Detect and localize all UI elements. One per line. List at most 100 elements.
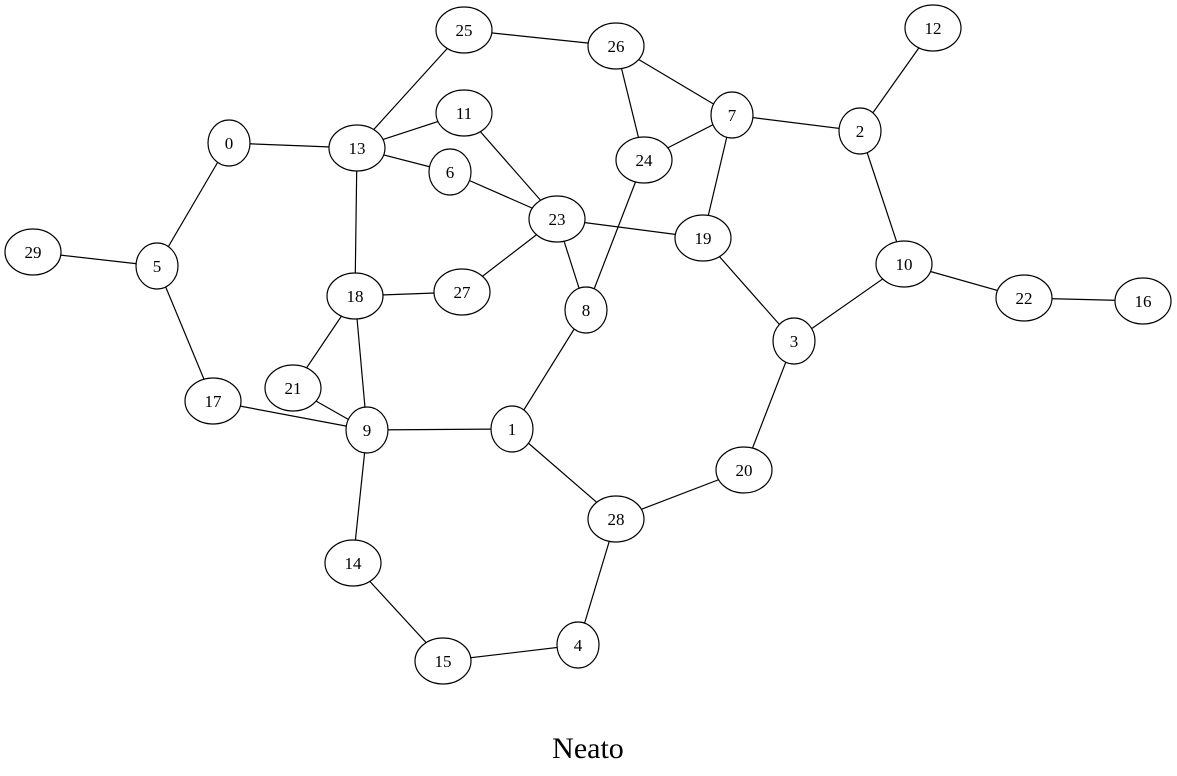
node-ellipse bbox=[875, 240, 933, 288]
node-9: 9 bbox=[345, 406, 389, 454]
node-ellipse bbox=[556, 621, 600, 669]
edges-layer bbox=[32, 27, 1144, 662]
node-7: 7 bbox=[710, 91, 754, 139]
node-label: 20 bbox=[736, 461, 753, 480]
node-label: 29 bbox=[25, 243, 42, 262]
node-16: 16 bbox=[1114, 277, 1172, 325]
node-4: 4 bbox=[556, 621, 600, 669]
node-ellipse bbox=[324, 539, 382, 587]
node-label: 4 bbox=[574, 636, 583, 655]
node-label: 14 bbox=[345, 554, 363, 573]
node-ellipse bbox=[345, 406, 389, 454]
node-ellipse bbox=[904, 4, 962, 52]
node-14: 14 bbox=[324, 539, 382, 587]
node-label: 11 bbox=[456, 104, 472, 123]
node-label: 22 bbox=[1016, 289, 1033, 308]
node-ellipse bbox=[772, 317, 816, 365]
nodes-layer: 0123456789101112131415161718192021222324… bbox=[4, 4, 1172, 685]
node-0: 0 bbox=[207, 119, 251, 167]
node-12: 12 bbox=[904, 4, 962, 52]
node-label: 13 bbox=[349, 139, 366, 158]
node-ellipse bbox=[995, 274, 1053, 322]
node-label: 3 bbox=[790, 332, 799, 351]
node-label: 15 bbox=[435, 652, 452, 671]
node-22: 22 bbox=[995, 274, 1053, 322]
node-ellipse bbox=[328, 124, 386, 172]
node-label: 19 bbox=[695, 229, 712, 248]
node-label: 28 bbox=[608, 510, 625, 529]
edge-18-13 bbox=[354, 147, 358, 297]
node-20: 20 bbox=[715, 446, 773, 494]
node-ellipse bbox=[184, 377, 242, 425]
node-ellipse bbox=[710, 91, 754, 139]
node-2: 2 bbox=[838, 107, 882, 155]
node-label: 27 bbox=[454, 283, 472, 302]
node-label: 9 bbox=[363, 421, 372, 440]
node-ellipse bbox=[435, 89, 493, 137]
node-label: 6 bbox=[446, 163, 455, 182]
node-1: 1 bbox=[490, 405, 534, 453]
node-28: 28 bbox=[587, 495, 645, 543]
node-label: 17 bbox=[205, 392, 223, 411]
node-ellipse bbox=[428, 148, 472, 196]
edge-5-0 bbox=[156, 142, 230, 267]
node-ellipse bbox=[1114, 277, 1172, 325]
node-24: 24 bbox=[615, 136, 673, 184]
edge-24-8 bbox=[585, 159, 645, 311]
graph-title: Neato bbox=[552, 732, 624, 765]
node-ellipse bbox=[587, 22, 645, 70]
node-25: 25 bbox=[435, 6, 493, 54]
node-17: 17 bbox=[184, 377, 242, 425]
node-label: 8 bbox=[582, 301, 591, 320]
node-label: 1 bbox=[508, 420, 517, 439]
node-29: 29 bbox=[4, 228, 62, 276]
edge-17-5 bbox=[156, 265, 214, 402]
node-6: 6 bbox=[428, 148, 472, 196]
node-label: 16 bbox=[1135, 292, 1152, 311]
node-label: 18 bbox=[347, 287, 364, 306]
node-label: 21 bbox=[285, 379, 302, 398]
node-10: 10 bbox=[875, 240, 933, 288]
node-ellipse bbox=[207, 119, 251, 167]
node-ellipse bbox=[564, 286, 608, 334]
node-label: 0 bbox=[225, 134, 234, 153]
node-19: 19 bbox=[674, 214, 732, 262]
node-ellipse bbox=[715, 446, 773, 494]
node-ellipse bbox=[587, 495, 645, 543]
node-label: 12 bbox=[925, 19, 942, 38]
node-5: 5 bbox=[135, 242, 179, 290]
node-ellipse bbox=[135, 242, 179, 290]
node-label: 25 bbox=[456, 21, 473, 40]
node-label: 5 bbox=[153, 257, 162, 276]
node-ellipse bbox=[4, 228, 62, 276]
node-ellipse bbox=[414, 637, 472, 685]
node-label: 26 bbox=[608, 37, 625, 56]
node-ellipse bbox=[326, 272, 384, 320]
node-18: 18 bbox=[326, 272, 384, 320]
edge-1-8 bbox=[511, 309, 587, 430]
node-ellipse bbox=[528, 195, 586, 243]
node-3: 3 bbox=[772, 317, 816, 365]
node-ellipse bbox=[615, 136, 673, 184]
edge-25-13 bbox=[356, 29, 465, 149]
node-label: 2 bbox=[856, 122, 865, 141]
node-ellipse bbox=[435, 6, 493, 54]
node-ellipse bbox=[838, 107, 882, 155]
node-label: 24 bbox=[636, 151, 654, 170]
node-26: 26 bbox=[587, 22, 645, 70]
node-label: 7 bbox=[728, 106, 737, 125]
node-ellipse bbox=[264, 364, 322, 412]
node-ellipse bbox=[674, 214, 732, 262]
edge-9-1 bbox=[366, 428, 513, 431]
node-label: 10 bbox=[896, 255, 913, 274]
node-23: 23 bbox=[528, 195, 586, 243]
node-21: 21 bbox=[264, 364, 322, 412]
node-8: 8 bbox=[564, 286, 608, 334]
node-ellipse bbox=[433, 268, 491, 316]
node-label: 23 bbox=[549, 210, 566, 229]
node-ellipse bbox=[490, 405, 534, 453]
node-13: 13 bbox=[328, 124, 386, 172]
node-27: 27 bbox=[433, 268, 491, 316]
node-11: 11 bbox=[435, 89, 493, 137]
